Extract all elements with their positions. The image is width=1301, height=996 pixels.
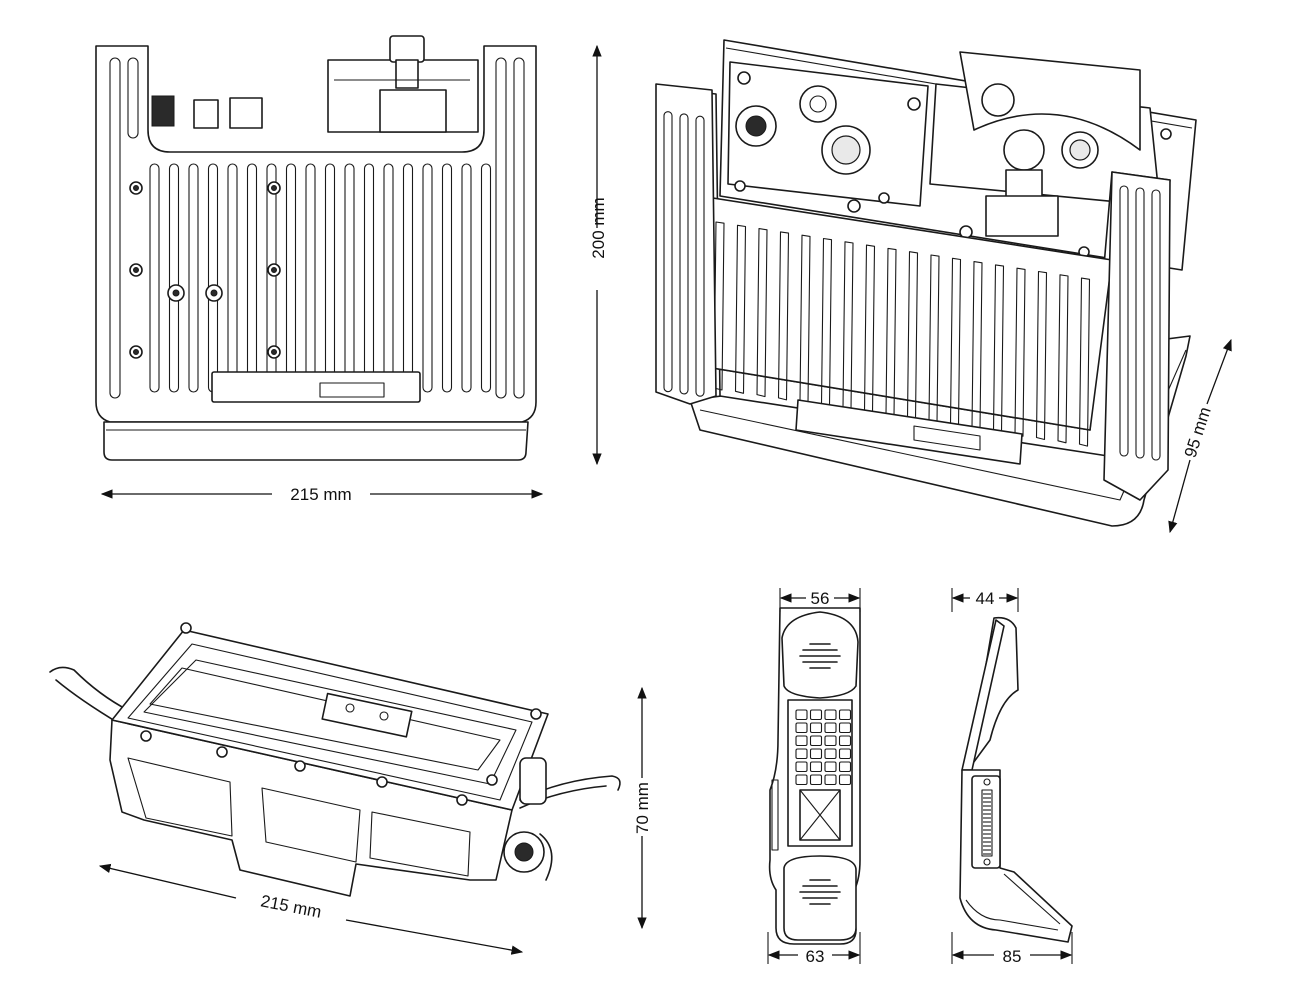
fin [480,163,492,393]
key [838,722,852,734]
dim-63-label: 63 [806,947,825,966]
key [824,761,837,773]
key [795,735,808,747]
dim-56-label: 56 [811,589,830,608]
key [824,774,837,786]
dimension-width-215: 215 mm [100,485,544,504]
fin [1078,277,1091,447]
dimension-handset-56: 56 [779,588,861,612]
fin [422,163,433,393]
label-plate [211,371,421,403]
handset-front-view [768,607,861,945]
key [795,748,808,760]
fin [149,163,160,393]
fin [188,163,199,393]
key [795,722,808,734]
key [809,735,823,747]
left-side-slots [109,57,525,399]
key [795,774,808,786]
unit-perspective-view [655,39,1197,527]
screws [129,181,281,359]
dim-70-label: 70 mm [633,782,652,834]
fin [1057,274,1069,444]
key [838,709,852,721]
dim-95-label: 95 mm [1181,405,1215,460]
dim-215-label: 215 mm [290,485,351,504]
antenna-connector [981,83,1015,117]
fin [777,231,790,401]
dimension-handset-63: 63 [767,932,861,966]
key [809,761,823,773]
key [824,709,837,721]
earpiece [781,611,859,699]
dimension-handset-85: 85 [951,932,1073,966]
key [809,709,823,721]
key [795,761,808,773]
key [838,774,852,786]
key [824,722,837,734]
key [824,748,837,760]
key [838,761,852,773]
fin [1014,267,1026,437]
dim-215b-label: 215 mm [259,891,323,921]
dimension-handset-44: 44 [951,588,1019,612]
key [809,748,823,760]
dimension-height-70: 70 mm [633,686,652,930]
key [824,735,837,747]
dim-200-label: 200 mm [589,197,608,258]
dim-44-label: 44 [976,589,995,608]
bnc-connector [799,85,837,123]
unit-side-view [49,622,621,897]
fin [756,228,768,398]
dim-85-label: 85 [1003,947,1022,966]
connector-block [151,35,479,133]
key [838,735,852,747]
unit-front-view [95,35,537,461]
handset-side-view [959,616,1073,943]
key [809,722,823,734]
key [809,774,823,786]
knob [1003,129,1045,171]
key [795,709,808,721]
dimension-height-200: 200 mm [589,44,608,466]
key [838,748,852,760]
fin [734,224,747,394]
fin [461,163,472,393]
fin [1035,270,1048,441]
fin [168,163,180,393]
fin [441,163,453,393]
